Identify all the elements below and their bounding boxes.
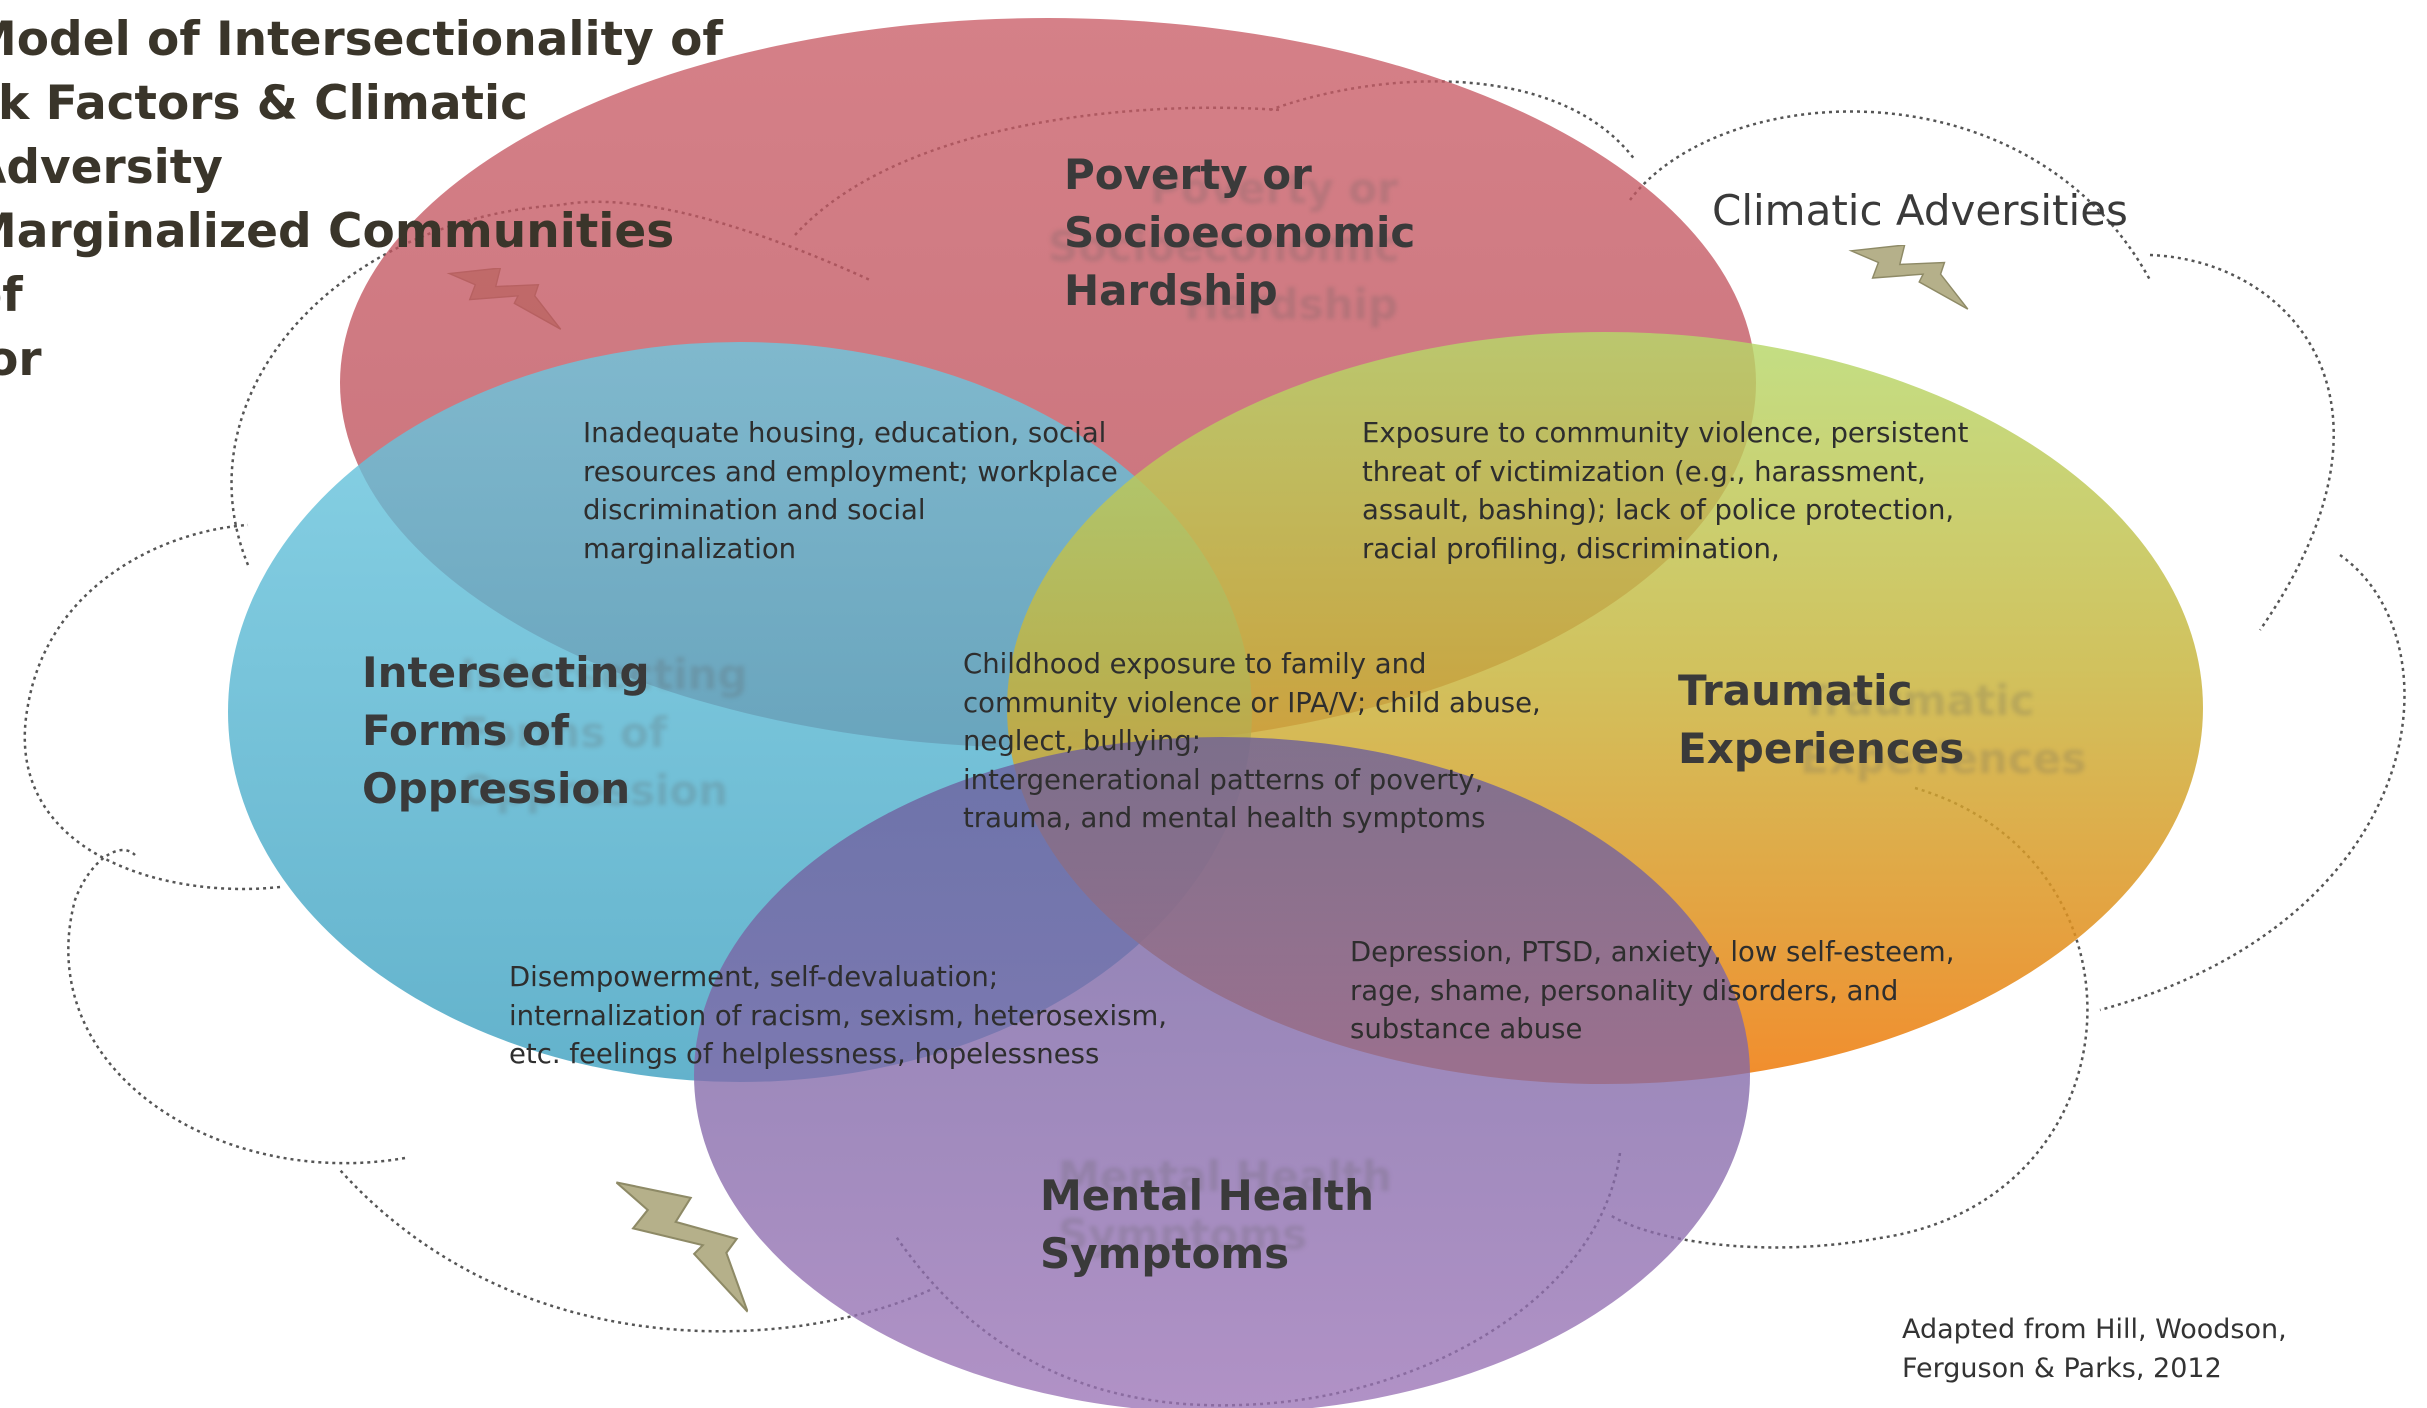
oppression-label: Intersecting Forms of Oppression [362,648,650,813]
poverty-label-shadow: Poverty or Socioeconomic Hardship [1048,164,1400,329]
region-traumatic-mental: Depression, PTSD, anxiety, low self-este… [1350,936,1955,1045]
lightning-icon [1850,245,1969,310]
region-poverty-traumatic: Exposure to community violence, persiste… [1362,417,1969,565]
region-oppression-mental: Disempowerment, self-devaluation; intern… [509,961,1168,1070]
source-credit: Adapted from Hill, Woodson, Ferguson & P… [1902,1314,2287,1384]
circle-mental-health [694,737,1750,1408]
region-center: Childhood exposure to family and communi… [963,648,1541,834]
mental-health-label: Mental Health Symptoms [1040,1171,1374,1278]
traumatic-label: Traumatic Experiences [1678,666,1965,773]
climatic-adversities-label: Climatic Adversities [1712,186,2128,235]
oppression-label-shadow: Intersecting Forms of Oppression [460,650,748,815]
page-title: Model of Intersectionality of sk Factors… [0,12,723,387]
traumatic-label-shadow: Traumatic Experiences [1800,676,2087,783]
mental-health-label-shadow: Mental Health Symptoms [1058,1152,1392,1259]
region-poverty-oppression: Inadequate housing, education, social re… [583,417,1118,565]
poverty-label: Poverty or Socioeconomic Hardship [1064,150,1416,315]
